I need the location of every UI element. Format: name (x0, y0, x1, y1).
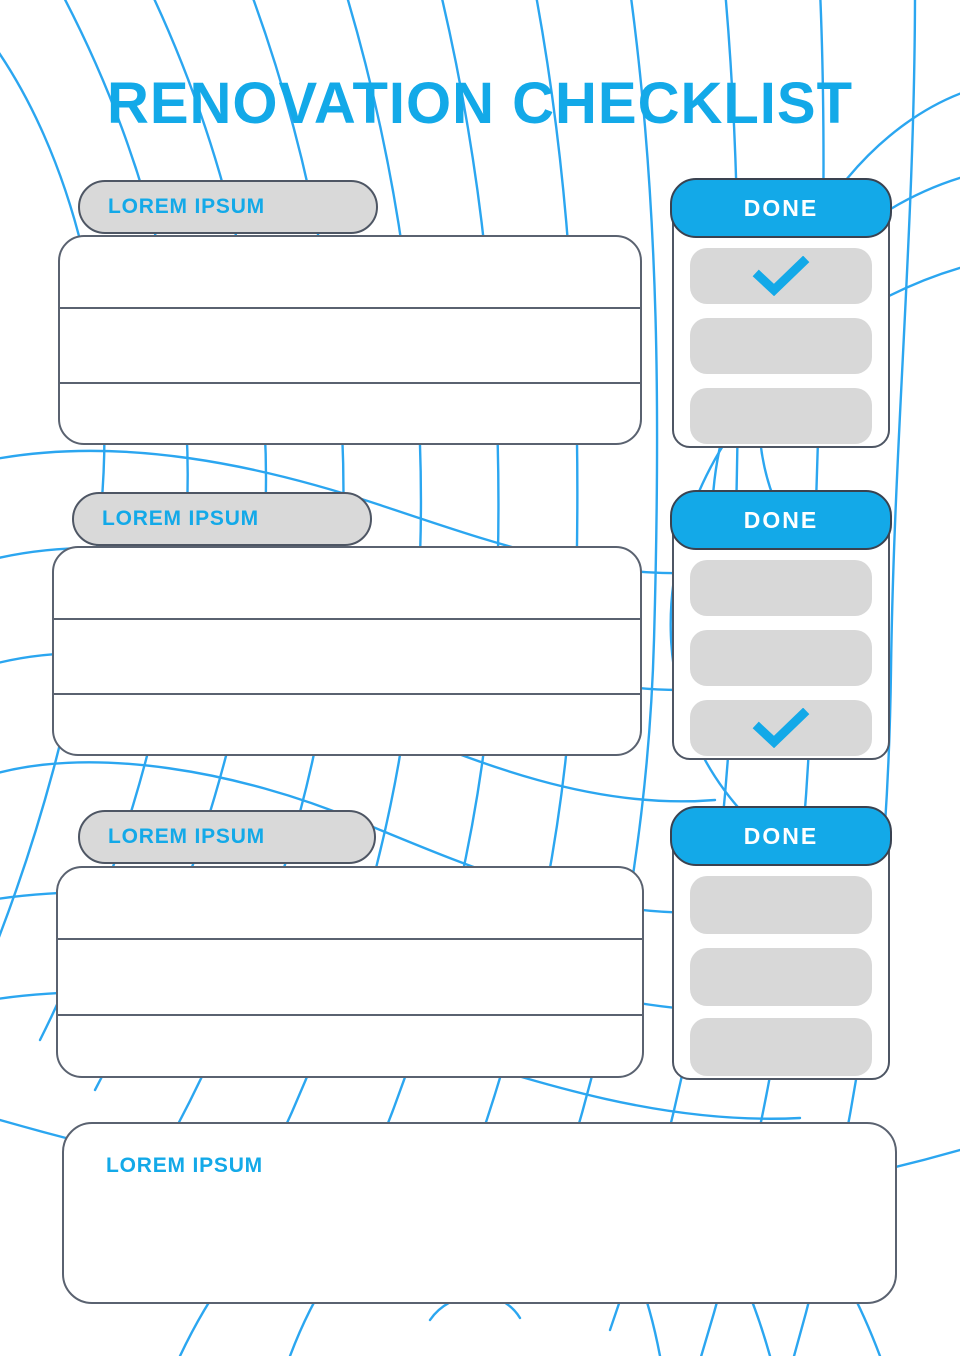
card-divider (54, 693, 640, 695)
check-icon (752, 256, 810, 296)
group-label-pill-1[interactable]: LOREM IPSUM (78, 180, 378, 234)
check-icon (752, 708, 810, 748)
checkbox-1-2[interactable] (690, 318, 872, 374)
page-title: RENOVATION CHECKLIST (106, 71, 854, 136)
card-divider (58, 938, 642, 940)
checkbox-3-2[interactable] (690, 948, 872, 1006)
group-label-text-3: LOREM IPSUM (108, 825, 265, 848)
group-notes-card-2[interactable] (52, 546, 642, 756)
group-label-text-1: LOREM IPSUM (108, 195, 265, 218)
checkbox-1-3[interactable] (690, 388, 872, 444)
done-header-text-2: DONE (743, 506, 819, 533)
done-header-text-1: DONE (743, 194, 819, 221)
group-label-text-2: LOREM IPSUM (102, 507, 259, 530)
checkbox-2-3[interactable] (690, 700, 872, 756)
card-divider (60, 307, 640, 309)
checkbox-3-3[interactable] (690, 1018, 872, 1076)
checkbox-3-1[interactable] (690, 876, 872, 934)
checkbox-1-1[interactable] (690, 248, 872, 304)
done-header-2[interactable]: DONE (670, 490, 892, 550)
group-notes-card-1[interactable] (58, 235, 642, 445)
checkbox-2-1[interactable] (690, 560, 872, 616)
card-divider (58, 1014, 642, 1016)
done-header-text-3: DONE (743, 822, 819, 849)
group-label-pill-2[interactable]: LOREM IPSUM (72, 492, 372, 546)
checkbox-2-2[interactable] (690, 630, 872, 686)
done-header-1[interactable]: DONE (670, 178, 892, 238)
done-header-3[interactable]: DONE (670, 806, 892, 866)
group-label-pill-3[interactable]: LOREM IPSUM (78, 810, 376, 864)
card-divider (54, 618, 640, 620)
card-divider (60, 382, 640, 384)
group-notes-card-3[interactable] (56, 866, 644, 1078)
notes-label: LOREM IPSUM (106, 1154, 263, 1177)
notes-card[interactable]: LOREM IPSUM (62, 1122, 897, 1304)
